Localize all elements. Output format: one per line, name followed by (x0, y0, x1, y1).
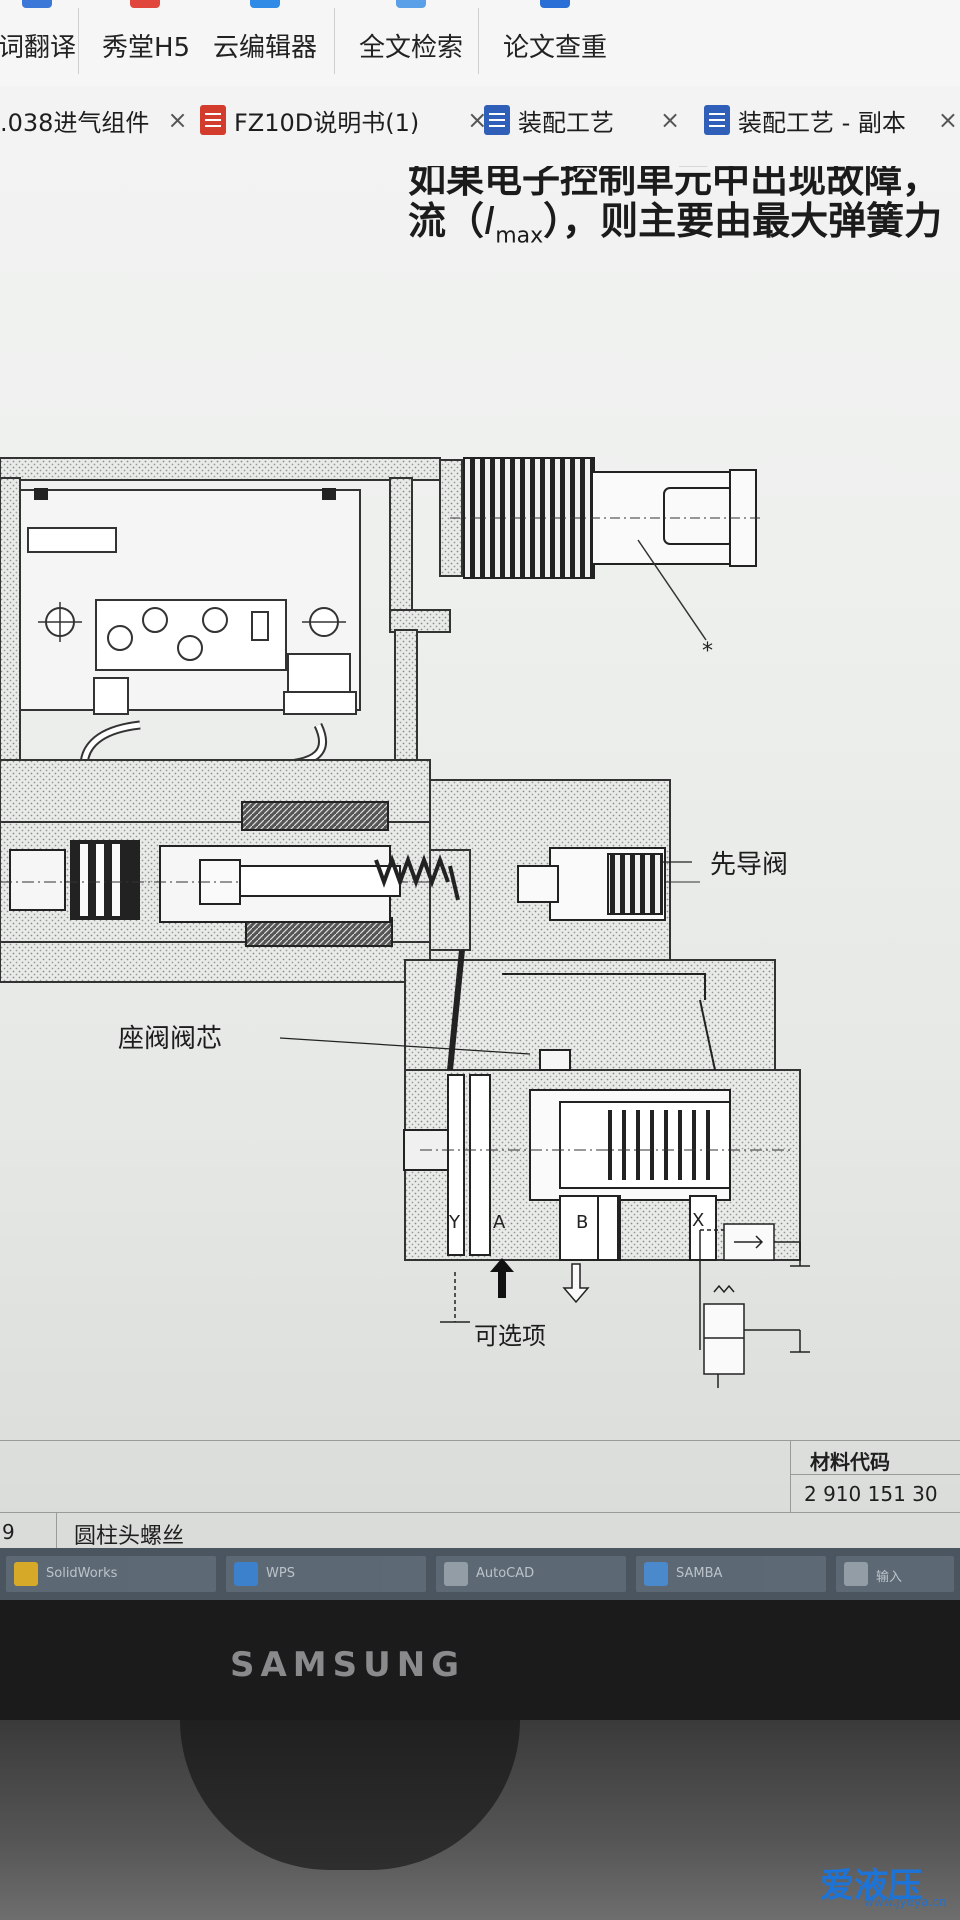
table-rule (790, 1440, 791, 1512)
text-segment: ），则主要由最大弹簧力 (543, 199, 943, 243)
plagiarism-check-icon (540, 0, 570, 8)
port-y-label: Y (449, 1212, 460, 1233)
close-icon[interactable]: × (167, 106, 188, 134)
wps-icon (234, 1562, 258, 1586)
optional-label: 可选项 (474, 1322, 546, 1350)
solenoid-body (0, 759, 560, 983)
tab-fz10d-manual[interactable]: FZ10D说明书(1) × (200, 98, 487, 142)
ribbon-label: 秀堂H5 (101, 33, 191, 63)
taskbar-label: SAMBA (676, 1566, 723, 1581)
translate-icon (22, 0, 52, 8)
ribbon-divider (334, 8, 335, 74)
tab-intake-assembly[interactable]: .038进气组件 × (0, 98, 188, 142)
document-tab-bar: .038进气组件 × FZ10D说明书(1) × 装配工艺 × 装配工艺 - 副… (0, 86, 960, 158)
ribbon-label: 词翻译 (0, 33, 77, 63)
pdf-file-icon (200, 105, 226, 135)
table-row-number: 9 (2, 1520, 15, 1544)
tab-assembly-process[interactable]: 装配工艺 × (484, 98, 680, 142)
ribbon-h5-button[interactable]: 秀堂H5 (96, 0, 196, 84)
tab-label: FZ10D说明书(1) (234, 108, 420, 137)
taskbar-label: WPS (266, 1566, 295, 1581)
port-x-label: X (692, 1210, 705, 1231)
tab-label: 装配工艺 (518, 108, 614, 137)
pilot-valve (374, 779, 700, 961)
watermark-url: www.jyeya.cn (864, 1895, 947, 1909)
taskbar-item-solidworks[interactable]: SolidWorks (6, 1556, 216, 1592)
word-file-icon (704, 105, 730, 135)
tab-label: 装配工艺 - 副本 (738, 108, 906, 137)
material-code-header: 材料代码 (810, 1450, 890, 1474)
close-icon[interactable]: × (937, 106, 959, 134)
asterisk-annotation: * (702, 639, 713, 664)
parts-table: 材料代码 2 910 151 30 9 圆柱头螺丝 (0, 1440, 960, 1552)
input-icon (844, 1562, 868, 1586)
ribbon-toolbar: 词翻译 秀堂H5 云编辑器 全文检索 论文查重 (0, 0, 960, 87)
taskbar-item-autocad[interactable]: AutoCAD (436, 1556, 626, 1592)
ribbon-divider (78, 8, 79, 74)
search-icon (396, 0, 426, 8)
taskbar-label: SolidWorks (46, 1566, 118, 1581)
document-text-line-2: 流（Imax），则主要由最大弹簧力 (408, 190, 942, 249)
ribbon-cloud-editor-button[interactable]: 云编辑器 (210, 0, 320, 84)
solidworks-icon (14, 1562, 38, 1586)
material-code-value: 2 910 151 30 (804, 1482, 938, 1506)
ribbon-translate-button[interactable]: 词翻译 (0, 0, 77, 84)
ribbon-label: 云编辑器 (212, 33, 317, 63)
table-rule (0, 1440, 960, 1441)
taskbar-label: 输入 (876, 1570, 903, 1585)
taskbar-item-input[interactable]: 输入 (836, 1556, 954, 1592)
taskbar-item-samba[interactable]: SAMBA (636, 1556, 826, 1592)
cloud-editor-icon (250, 0, 280, 8)
ribbon-divider (478, 8, 479, 74)
table-row-name: 圆柱头螺丝 (74, 1524, 185, 1549)
hydraulic-valve-cross-section: * (0, 457, 810, 1388)
monitor-brand-logo: SAMSUNG (230, 1645, 466, 1685)
electronics-housing (0, 457, 451, 811)
close-icon[interactable]: × (467, 106, 488, 134)
text-segment: 流（ (408, 199, 485, 243)
current-variable: I (484, 199, 496, 243)
table-rule (0, 1512, 960, 1513)
current-subscript: max (495, 223, 544, 249)
h5-icon (130, 0, 160, 8)
samba-icon (644, 1562, 668, 1586)
electrical-connector: * (439, 457, 760, 664)
seat-valve-spool-label: 座阀阀芯 (118, 1024, 223, 1054)
taskbar-item-wps[interactable]: WPS (226, 1556, 426, 1592)
tab-assembly-process-copy[interactable]: 装配工艺 - 副本 × (704, 98, 958, 142)
tab-label: .038进气组件 (0, 108, 150, 137)
word-file-icon (484, 105, 510, 135)
close-icon[interactable]: × (660, 106, 681, 134)
port-symbols (440, 1223, 810, 1388)
ribbon-label: 论文查重 (502, 33, 607, 63)
ribbon-label: 全文检索 (358, 33, 463, 63)
pilot-valve-label: 先导阀 (710, 850, 789, 880)
main-stage-valve (403, 949, 801, 1261)
ribbon-plagiarism-button[interactable]: 论文查重 (500, 0, 610, 84)
monitor-bezel (0, 1600, 960, 1720)
port-a-label: A (493, 1212, 506, 1233)
table-rule (790, 1474, 960, 1475)
port-b-label: B (576, 1212, 589, 1233)
ribbon-fulltext-search-button[interactable]: 全文检索 (356, 0, 466, 84)
autocad-icon (444, 1562, 468, 1586)
document-text-line-1: 如果电子控制单元中出现故障， (408, 157, 941, 201)
watermark-logo: 爱液压 (820, 1866, 922, 1906)
table-rule (56, 1512, 57, 1552)
taskbar: SolidWorks WPS AutoCAD SAMBA 输入 (0, 1548, 960, 1600)
monitor-screen: 词翻译 秀堂H5 云编辑器 全文检索 论文查重 .038进气组件 × FZ10D… (0, 0, 960, 1600)
taskbar-label: AutoCAD (476, 1566, 535, 1581)
